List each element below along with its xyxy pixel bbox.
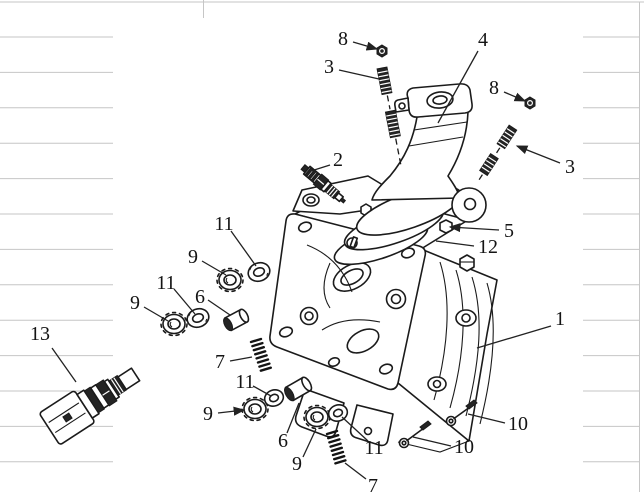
callout-label-9: 9 [188,246,198,268]
valve-port [346,328,380,354]
leader-line [467,413,506,424]
spark-plug [300,163,347,204]
leader-line [435,240,475,247]
oring-seal [263,389,285,407]
callout-label-2: 2 [333,149,343,171]
leader-line [448,223,500,233]
callout-label-9: 9 [292,453,302,475]
stud-bolt-left [376,66,403,169]
callout-label-7: 7 [368,475,378,492]
leader-line [173,288,196,315]
callout-label-13: 13 [30,323,50,345]
tappet-cap [216,267,244,293]
manifold-boss [451,187,487,223]
callout-label-10: 10 [508,413,528,435]
thermo-sensor [39,367,141,445]
dowel-bushing [223,308,250,332]
leader-line [352,41,379,51]
cylinder-head-exploded-drawing [39,44,536,465]
oring-seal [247,261,271,283]
callout-label-4: 4 [478,29,488,51]
stud-bolt-right [476,124,518,184]
tappet-cap [160,311,188,337]
leader-line [341,416,369,442]
leader-line [310,164,331,172]
callout-label-10: 10 [454,436,474,458]
callout-label-11: 11 [214,213,233,235]
leader-line [412,436,452,447]
valve-port [332,262,372,292]
leader-line [51,347,77,383]
flange-bolt [445,399,478,427]
leader-line [230,230,257,267]
leader-line [515,145,561,164]
flange-bolt [398,420,432,449]
callout-label-5: 5 [504,220,514,242]
leader-line [217,406,246,416]
callout-label-1: 1 [555,308,565,330]
cylinder-head [269,175,498,453]
callout-label-9: 9 [130,292,140,314]
carb-flange [406,83,473,118]
leader-line [207,299,231,316]
boss-eyelet [455,309,477,327]
callout-label-12: 12 [478,236,498,258]
leader-line [143,306,169,322]
coil-spring [249,337,272,372]
leader-line [252,385,272,397]
callout-label-8: 8 [338,28,348,50]
leader-line [229,356,253,362]
coil-spring [325,429,347,465]
boss-eyelet [427,376,447,392]
leader-line [344,462,367,480]
flange-nut-right [524,96,536,110]
intake-manifold [355,83,487,236]
leader-line [286,402,300,434]
hex-bolt [459,254,475,272]
leader-line [201,260,227,276]
leader-line [476,325,552,349]
callout-label-8: 8 [489,77,499,99]
callout-label-9: 9 [203,403,213,425]
callout-label-3: 3 [324,56,334,78]
leader-line [338,69,380,80]
callout-label-11: 11 [364,437,383,459]
callout-label-3: 3 [565,156,575,178]
leader-line [437,50,479,124]
callout-leader-lines [51,41,561,480]
leader-line [302,428,317,458]
leader-line [503,91,527,102]
callout-label-7: 7 [215,351,225,373]
tappet-cap [241,396,269,422]
oring-seal [186,307,210,329]
callout-label-11: 11 [235,371,254,393]
dowel-bushing [284,376,313,402]
callout-label-11: 11 [156,272,175,294]
callout-label-6: 6 [278,430,288,452]
flange-nut-left [376,44,388,58]
callout-label-6: 6 [195,286,205,308]
